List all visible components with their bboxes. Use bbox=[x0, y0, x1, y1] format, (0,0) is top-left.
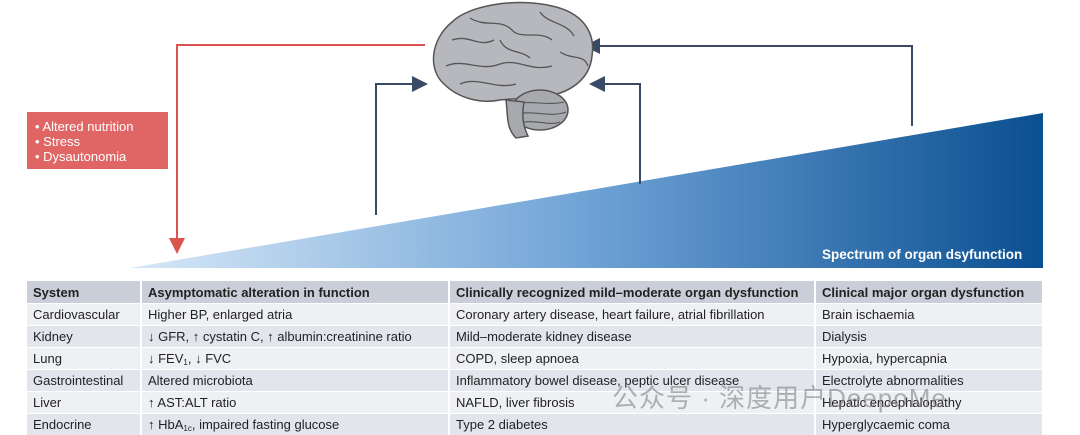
cell-system: Cardiovascular bbox=[27, 303, 142, 326]
cell-asymptomatic: ↓ GFR, ↑ cystatin C, ↑ albumin:creatinin… bbox=[141, 325, 450, 348]
table-row: Liver ↑ AST:ALT ratio NAFLD, liver fibro… bbox=[27, 391, 1044, 414]
cell-major: Dialysis bbox=[815, 325, 1044, 348]
table-row: Gastrointestinal Altered microbiota Infl… bbox=[27, 369, 1044, 392]
cell-asymptomatic: ↑ HbA1c, impaired fasting glucose bbox=[141, 413, 450, 435]
feedback-arrow-left bbox=[375, 76, 428, 215]
table-header-row: System Asymptomatic alteration in functi… bbox=[27, 281, 1044, 304]
brain-icon bbox=[432, 1, 594, 139]
feedback-arrow-middle bbox=[589, 76, 641, 184]
cell-major: Brain ischaemia bbox=[815, 303, 1044, 326]
header-major: Clinical major organ dysfunction bbox=[815, 281, 1044, 304]
cell-system: Lung bbox=[27, 347, 142, 370]
risk-factor-stress: Stress bbox=[35, 134, 168, 149]
organ-brain-diagram bbox=[130, 1, 1043, 268]
cell-asymptomatic: ↑ AST:ALT ratio bbox=[141, 391, 450, 414]
risk-factor-arrow bbox=[169, 44, 425, 254]
header-system: System bbox=[27, 281, 142, 304]
feedback-arrow-right bbox=[584, 38, 913, 126]
cell-asymptomatic: Higher BP, enlarged atria bbox=[141, 303, 450, 326]
cell-asymptomatic: ↓ FEV1, ↓ FVC bbox=[141, 347, 450, 370]
cell-system: Liver bbox=[27, 391, 142, 414]
cell-mild-moderate: Mild–moderate kidney disease bbox=[449, 325, 816, 348]
organ-dysfunction-table: System Asymptomatic alteration in functi… bbox=[27, 281, 1044, 435]
cell-mild-moderate: Coronary artery disease, heart failure, … bbox=[449, 303, 816, 326]
spectrum-wedge bbox=[130, 113, 1043, 268]
cell-mild-moderate: Type 2 diabetes bbox=[449, 413, 816, 435]
cell-system: Gastrointestinal bbox=[27, 369, 142, 392]
cell-system: Kidney bbox=[27, 325, 142, 348]
risk-factor-box: Altered nutrition Stress Dysautonomia bbox=[27, 112, 168, 169]
risk-factor-nutrition: Altered nutrition bbox=[35, 119, 168, 134]
cell-system: Endocrine bbox=[27, 413, 142, 435]
cell-mild-moderate: COPD, sleep apnoea bbox=[449, 347, 816, 370]
header-asymptomatic: Asymptomatic alteration in function bbox=[141, 281, 450, 304]
cell-major: Hepatic encephalopathy bbox=[815, 391, 1044, 414]
risk-factor-dysautonomia: Dysautonomia bbox=[35, 149, 168, 164]
table-row: Lung ↓ FEV1, ↓ FVC COPD, sleep apnoea Hy… bbox=[27, 347, 1044, 370]
table-row: Kidney ↓ GFR, ↑ cystatin C, ↑ albumin:cr… bbox=[27, 325, 1044, 348]
cell-mild-moderate: Inflammatory bowel disease, peptic ulcer… bbox=[449, 369, 816, 392]
cell-major: Hypoxia, hypercapnia bbox=[815, 347, 1044, 370]
cell-major: Hyperglycaemic coma bbox=[815, 413, 1044, 435]
cell-major: Electrolyte abnormalities bbox=[815, 369, 1044, 392]
table-row: Endocrine ↑ HbA1c, impaired fasting gluc… bbox=[27, 413, 1044, 435]
cell-asymptomatic: Altered microbiota bbox=[141, 369, 450, 392]
spectrum-label: Spectrum of organ dsyfunction bbox=[822, 247, 1023, 262]
watermark: 公众号 · 深度用户DeepoMe bbox=[612, 383, 947, 413]
header-mild-moderate: Clinically recognized mild–moderate orga… bbox=[449, 281, 816, 304]
cell-mild-moderate: NAFLD, liver fibrosis bbox=[449, 391, 816, 414]
table-row: Cardiovascular Higher BP, enlarged atria… bbox=[27, 303, 1044, 326]
